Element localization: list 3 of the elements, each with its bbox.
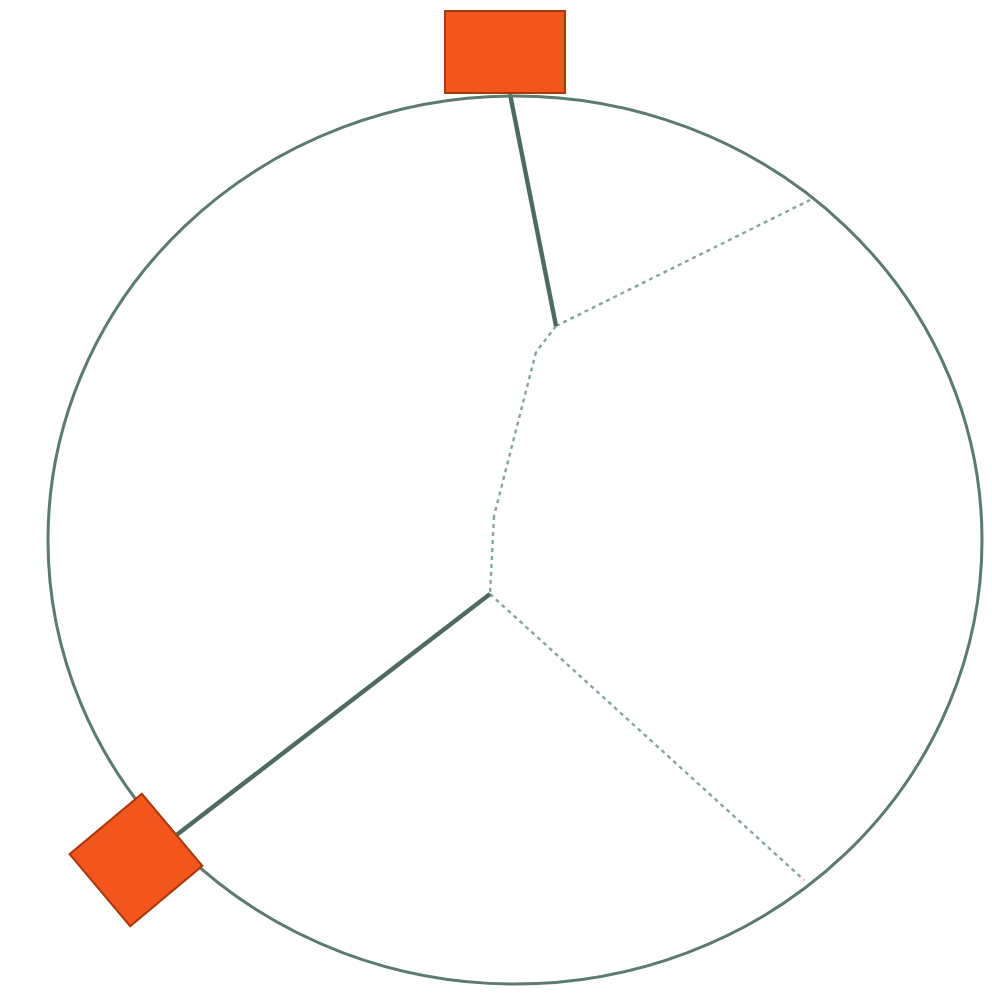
square-marker [444, 10, 566, 94]
circle-outline [46, 94, 984, 986]
line [507, 93, 559, 327]
